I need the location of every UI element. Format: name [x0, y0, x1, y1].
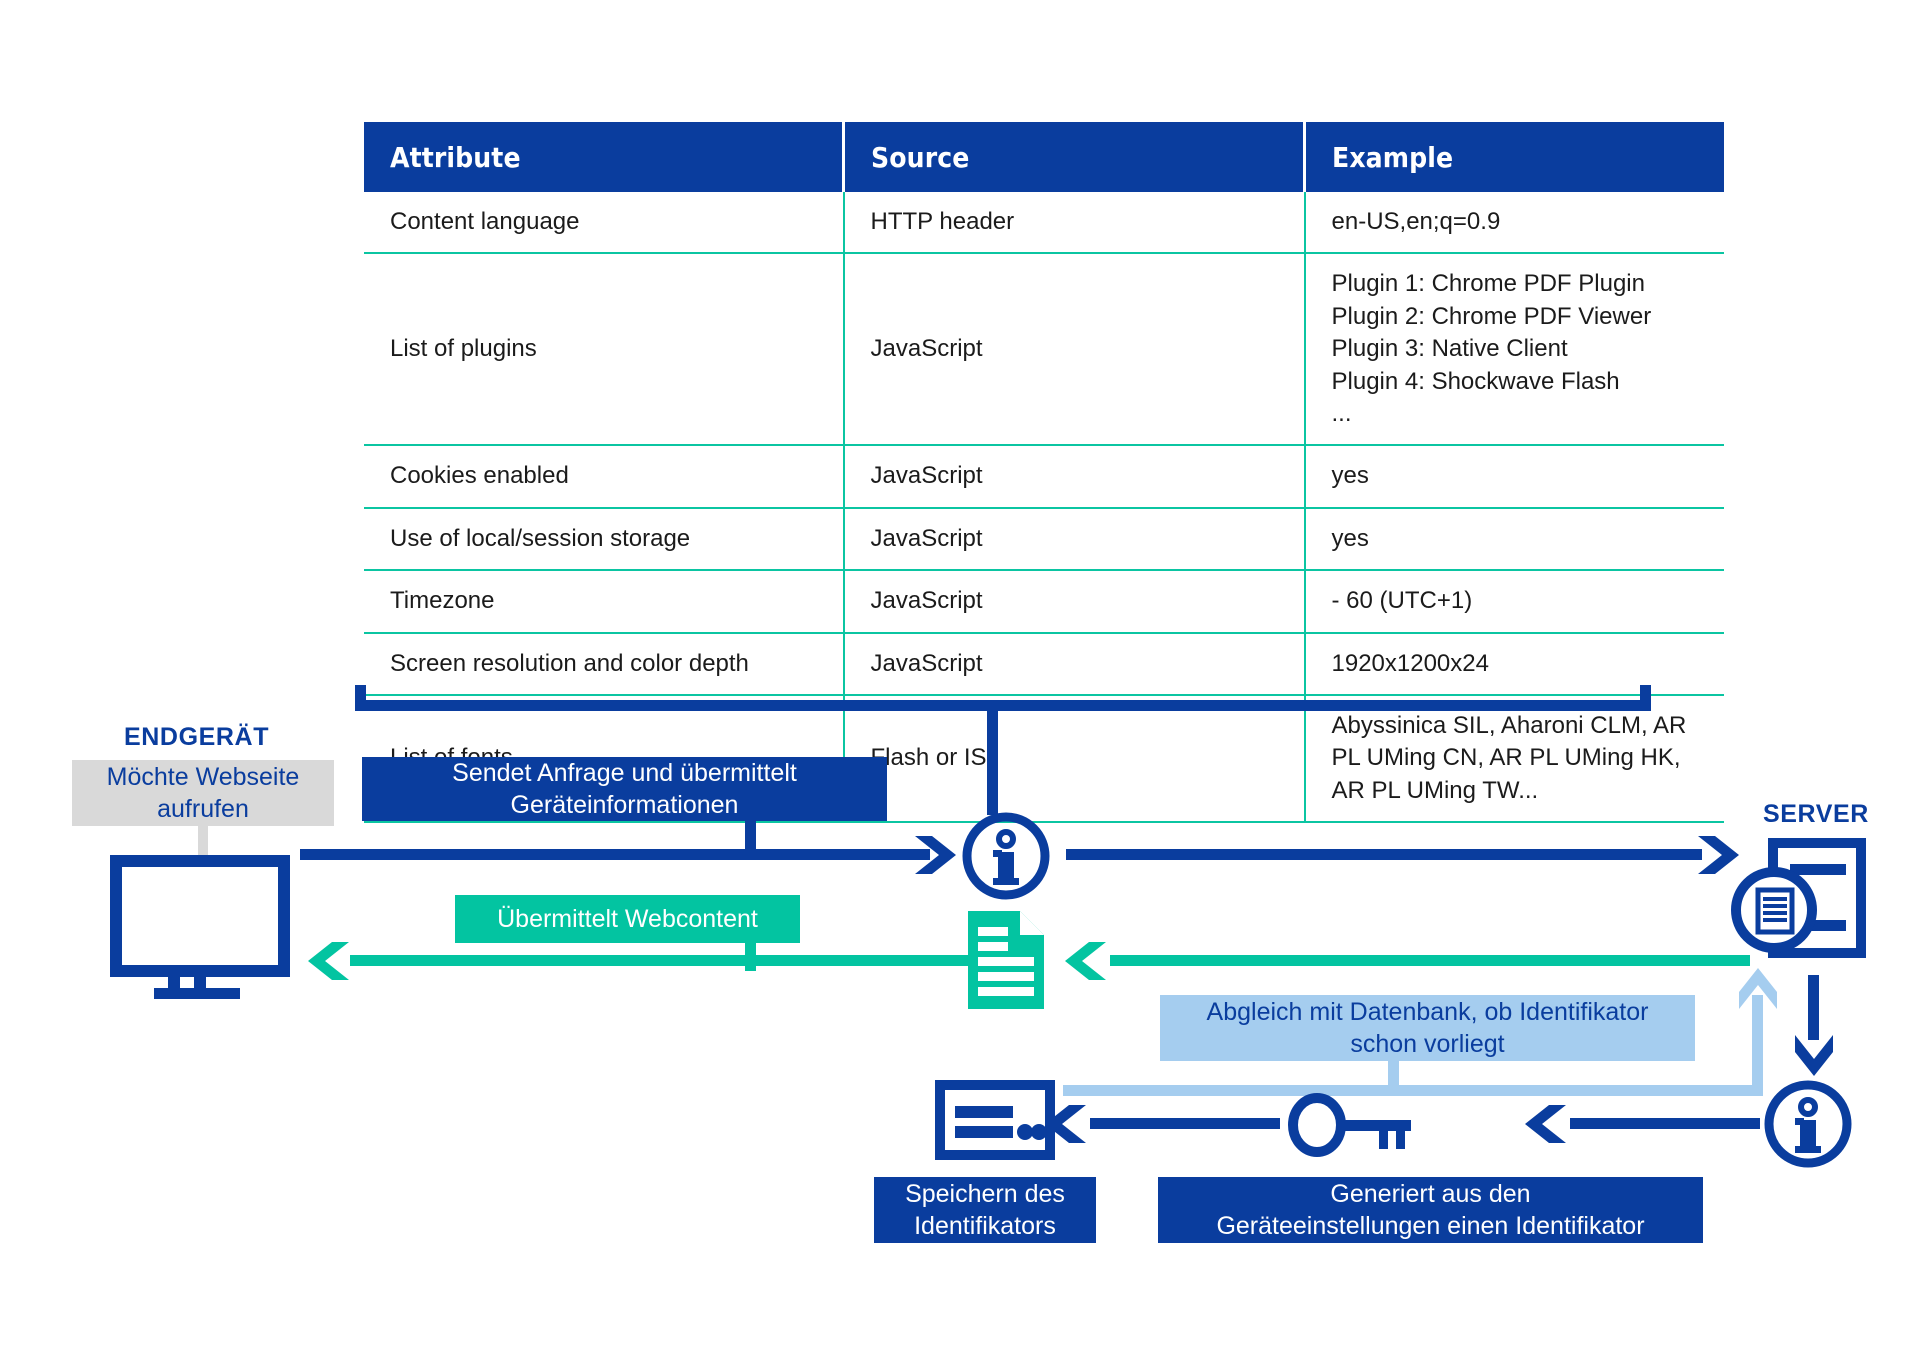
column-header-source: Source [843, 122, 1306, 192]
table-header: Attribute Source Example [364, 122, 1724, 192]
cell-attribute: Use of local/session storage [364, 507, 845, 572]
endpoint-label: ENDGERÄT [124, 723, 270, 751]
arrow-content-shaft-right [1110, 955, 1750, 966]
server-label: SERVER [1763, 800, 1869, 828]
arrow-request-shaft [300, 849, 930, 860]
cell-attribute: Screen resolution and color depth [364, 632, 845, 696]
cell-attribute: Timezone [364, 570, 845, 634]
table-row: Timezone JavaScript - 60 (UTC+1) [364, 570, 1724, 634]
cell-attribute: Cookies enabled [364, 445, 845, 509]
table-row: Use of local/session storage JavaScript … [364, 507, 1724, 572]
cell-source: JavaScript [843, 507, 1306, 572]
table-row: Content language HTTP header en-US,en;q=… [364, 192, 1724, 255]
identifier-info-icon [1762, 1078, 1854, 1170]
table-row: Screen resolution and color depth JavaSc… [364, 632, 1724, 696]
cell-source: Flash or IS [843, 694, 1306, 824]
bracket-drop-connector [987, 710, 998, 815]
table-header-row: Attribute Source Example [364, 122, 1724, 192]
monitor-icon [110, 855, 290, 1000]
device-info-icon [960, 810, 1052, 902]
arrow-identifier-shaft-right [1570, 1118, 1760, 1129]
column-header-example: Example [1304, 122, 1724, 192]
arrow-content-head-icon [305, 938, 349, 984]
web-document-icon [962, 905, 1050, 1015]
table-row: List of plugins JavaScript Plugin 1: Chr… [364, 253, 1724, 447]
arrow-content-head-right-icon [1062, 938, 1106, 984]
identifier-storage-icon [935, 1080, 1055, 1160]
server-document-search-icon [1728, 838, 1868, 963]
table-body: Content language HTTP header en-US,en;q=… [364, 192, 1724, 824]
cell-example: Plugin 1: Chrome PDF Plugin Plugin 2: Ch… [1304, 253, 1724, 447]
fingerprint-attributes-table: Attribute Source Example Content languag… [364, 122, 1724, 824]
key-icon [1285, 1092, 1415, 1158]
arrow-server-down-shaft [1808, 975, 1819, 1040]
table-row: Cookies enabled JavaScript yes [364, 445, 1724, 509]
callout-sends-request-stem [745, 821, 756, 854]
db-check-vertical-riser [1752, 995, 1763, 1093]
bracket-right-stub [1640, 685, 1651, 710]
callout-store-identifier: Speichern des Identifikators [874, 1177, 1096, 1243]
cell-attribute: Content language [364, 192, 845, 255]
cell-source: JavaScript [843, 445, 1306, 509]
db-check-arrow-head-icon [1735, 965, 1781, 1009]
column-header-attribute: Attribute [364, 122, 845, 192]
callout-database-check-stem [1388, 1061, 1399, 1088]
arrow-server-down-head-icon [1791, 1035, 1837, 1079]
arrow-content-shaft-left [350, 955, 970, 966]
db-check-horizontal-path [1063, 1085, 1763, 1096]
bracket-horizontal-bar [355, 700, 1651, 711]
callout-sends-request: Sendet Anfrage und übermittelt Geräteinf… [362, 757, 887, 821]
callout-wants-website-stem [198, 826, 208, 862]
arrow-request-to-server-head-icon [1698, 832, 1742, 878]
cell-example: Abyssinica SIL, Aharoni CLM, AR PL UMing… [1304, 694, 1724, 824]
cell-source: HTTP header [843, 192, 1306, 255]
cell-example: yes [1304, 445, 1724, 509]
cell-attribute: List of plugins [364, 253, 845, 447]
cell-example: en-US,en;q=0.9 [1304, 192, 1724, 255]
cell-example: 1920x1200x24 [1304, 632, 1724, 696]
cell-source: JavaScript [843, 253, 1306, 447]
callout-generate-identifier: Generiert aus den Geräteeinstellungen ei… [1158, 1177, 1703, 1243]
callout-database-check: Abgleich mit Datenbank, ob Identifikator… [1160, 995, 1695, 1061]
arrow-identifier-shaft-left [1090, 1118, 1280, 1129]
cell-source: JavaScript [843, 570, 1306, 634]
arrow-request-head-icon [915, 832, 959, 878]
callout-wants-website: Möchte Webseite aufrufen [72, 760, 334, 826]
arrow-request-to-server-shaft [1066, 849, 1702, 860]
bracket-left-stub [355, 685, 366, 710]
callout-delivers-content: Übermittelt Webcontent [455, 895, 800, 943]
cell-source: JavaScript [843, 632, 1306, 696]
cell-example: - 60 (UTC+1) [1304, 570, 1724, 634]
cell-example: yes [1304, 507, 1724, 572]
arrow-identifier-head-right-icon [1522, 1101, 1566, 1147]
